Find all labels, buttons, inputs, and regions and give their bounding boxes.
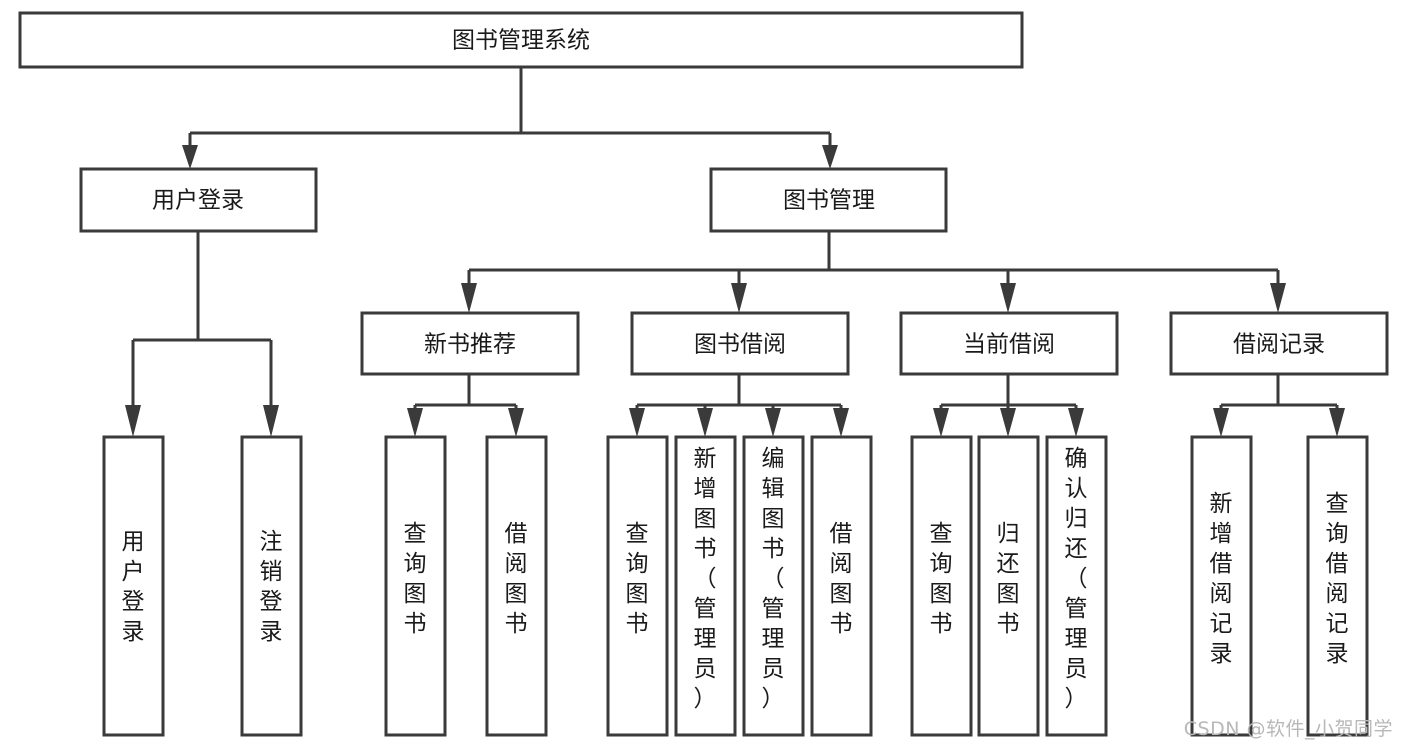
node-leaf-borrow-book-1-label: 借阅图书 bbox=[505, 521, 528, 637]
node-new-book-recommend[interactable]: 新书推荐 bbox=[360, 311, 580, 376]
arrow-head-bookborrow-leaf-2 bbox=[697, 408, 713, 437]
node-borrow-record[interactable]: 借阅记录 bbox=[1169, 311, 1389, 376]
node-leaf-edit-book-admin[interactable]: 编辑图书（管理员） bbox=[742, 435, 805, 737]
arrow-head-bookborrow-leaf-1 bbox=[629, 408, 645, 437]
node-leaf-query-borrow-record-label: 查询借阅记录 bbox=[1326, 491, 1349, 667]
arrow-head-new-book-rec bbox=[461, 283, 477, 313]
node-leaf-add-book-admin-label: 新增图书（管理员） bbox=[694, 446, 717, 712]
node-root-label: 图书管理系统 bbox=[452, 28, 590, 54]
arrow-head-currentborrow-leaf-1 bbox=[933, 408, 949, 437]
node-leaf-borrow-book-1[interactable]: 借阅图书 bbox=[485, 435, 548, 737]
arrow-head-book-borrow bbox=[731, 283, 747, 313]
node-leaf-return-book[interactable]: 归还图书 bbox=[977, 435, 1040, 737]
csdn-watermark: CSDN @软件_小贺同学 bbox=[1183, 718, 1393, 740]
node-leaf-add-borrow-record[interactable]: 新增借阅记录 bbox=[1190, 435, 1253, 737]
node-leaf-query-book-3[interactable]: 查询图书 bbox=[910, 435, 973, 737]
node-leaf-borrow-book-2-label: 借阅图书 bbox=[830, 521, 853, 637]
arrow-head-borrow-record bbox=[1270, 283, 1286, 313]
node-leaf-borrow-book-2-box[interactable] bbox=[810, 435, 873, 737]
node-leaf-query-book-1-label: 查询图书 bbox=[404, 521, 427, 637]
node-leaf-borrow-book-2[interactable]: 借阅图书 bbox=[810, 435, 873, 737]
node-leaf-confirm-return-admin-label: 确认归还（管理员） bbox=[1065, 446, 1088, 712]
node-leaf-return-book-label: 归还图书 bbox=[997, 521, 1020, 637]
arrow-head-bookborrow-leaf-4 bbox=[833, 408, 849, 437]
arrow-head-user-login bbox=[182, 145, 198, 169]
node-current-borrow-label: 当前借阅 bbox=[963, 332, 1055, 358]
arrow-head-current-borrow bbox=[1000, 283, 1016, 313]
node-book-borrow-label: 图书借阅 bbox=[694, 332, 786, 358]
node-leaf-user-login[interactable]: 用户登录 bbox=[102, 435, 165, 737]
node-leaf-logout[interactable]: 注销登录 bbox=[240, 435, 303, 737]
node-leaf-edit-book-admin-box[interactable] bbox=[742, 435, 805, 737]
node-leaf-borrow-book-1-box[interactable] bbox=[485, 435, 548, 737]
node-leaf-query-book-1-box[interactable] bbox=[384, 435, 447, 737]
node-leaf-user-login-box[interactable] bbox=[102, 435, 165, 737]
node-leaf-confirm-return-admin[interactable]: 确认归还（管理员） bbox=[1045, 435, 1108, 737]
node-leaf-logout-box[interactable] bbox=[240, 435, 303, 737]
arrow-head-newbook-leaf-2 bbox=[508, 408, 524, 437]
arrow-head-currentborrow-leaf-2 bbox=[1000, 408, 1016, 437]
node-current-borrow[interactable]: 当前借阅 bbox=[899, 311, 1119, 376]
node-leaf-confirm-return-admin-box[interactable] bbox=[1045, 435, 1108, 737]
node-book-borrow[interactable]: 图书借阅 bbox=[630, 311, 850, 376]
node-book-borrow-box[interactable] bbox=[630, 311, 850, 376]
node-leaf-edit-book-admin-label: 编辑图书（管理员） bbox=[762, 446, 785, 712]
node-leaf-add-borrow-record-label: 新增借阅记录 bbox=[1210, 491, 1233, 667]
node-book-management-label: 图书管理 bbox=[783, 188, 875, 214]
arrow-head-leaf-user-login bbox=[125, 405, 141, 437]
node-root-box[interactable] bbox=[18, 11, 1024, 69]
arrow-head-currentborrow-leaf-3 bbox=[1068, 408, 1084, 437]
node-new-book-recommend-label: 新书推荐 bbox=[424, 332, 516, 358]
node-leaf-user-login-label: 用户登录 bbox=[122, 529, 145, 645]
node-leaf-add-book-admin[interactable]: 新增图书（管理员） bbox=[674, 435, 737, 737]
node-leaf-query-book-1[interactable]: 查询图书 bbox=[384, 435, 447, 737]
arrow-head-bookborrow-leaf-3 bbox=[765, 408, 781, 437]
connector-layer bbox=[125, 67, 1345, 437]
node-book-management-box[interactable] bbox=[709, 167, 948, 233]
node-root[interactable]: 图书管理系统 bbox=[18, 11, 1024, 69]
node-leaf-query-borrow-record-box[interactable] bbox=[1306, 435, 1369, 737]
arrow-head-newbook-leaf-1 bbox=[407, 408, 423, 437]
node-new-book-recommend-box[interactable] bbox=[360, 311, 580, 376]
node-leaf-add-borrow-record-box[interactable] bbox=[1190, 435, 1253, 737]
node-book-management[interactable]: 图书管理 bbox=[709, 167, 948, 233]
node-leaf-logout-label: 注销登录 bbox=[260, 529, 283, 645]
node-leaf-add-book-admin-box[interactable] bbox=[674, 435, 737, 737]
node-user-login-box[interactable] bbox=[79, 167, 318, 233]
node-current-borrow-box[interactable] bbox=[899, 311, 1119, 376]
node-user-login-label: 用户登录 bbox=[152, 188, 244, 214]
node-user-login[interactable]: 用户登录 bbox=[79, 167, 318, 233]
arrow-head-book-mgmt bbox=[822, 145, 838, 169]
node-leaf-query-book-3-label: 查询图书 bbox=[930, 521, 953, 637]
node-leaf-query-borrow-record[interactable]: 查询借阅记录 bbox=[1306, 435, 1369, 737]
node-leaf-query-book-2-box[interactable] bbox=[606, 435, 669, 737]
node-leaf-query-book-2[interactable]: 查询图书 bbox=[606, 435, 669, 737]
arrow-head-leaf-logout bbox=[263, 405, 279, 437]
node-leaf-query-book-3-box[interactable] bbox=[910, 435, 973, 737]
arrow-head-borrowrecord-leaf-1 bbox=[1213, 408, 1229, 437]
node-leaf-query-book-2-label: 查询图书 bbox=[626, 521, 649, 637]
node-leaf-return-book-box[interactable] bbox=[977, 435, 1040, 737]
arrow-head-borrowrecord-leaf-2 bbox=[1329, 408, 1345, 437]
node-borrow-record-label: 借阅记录 bbox=[1233, 332, 1325, 358]
node-borrow-record-box[interactable] bbox=[1169, 311, 1389, 376]
